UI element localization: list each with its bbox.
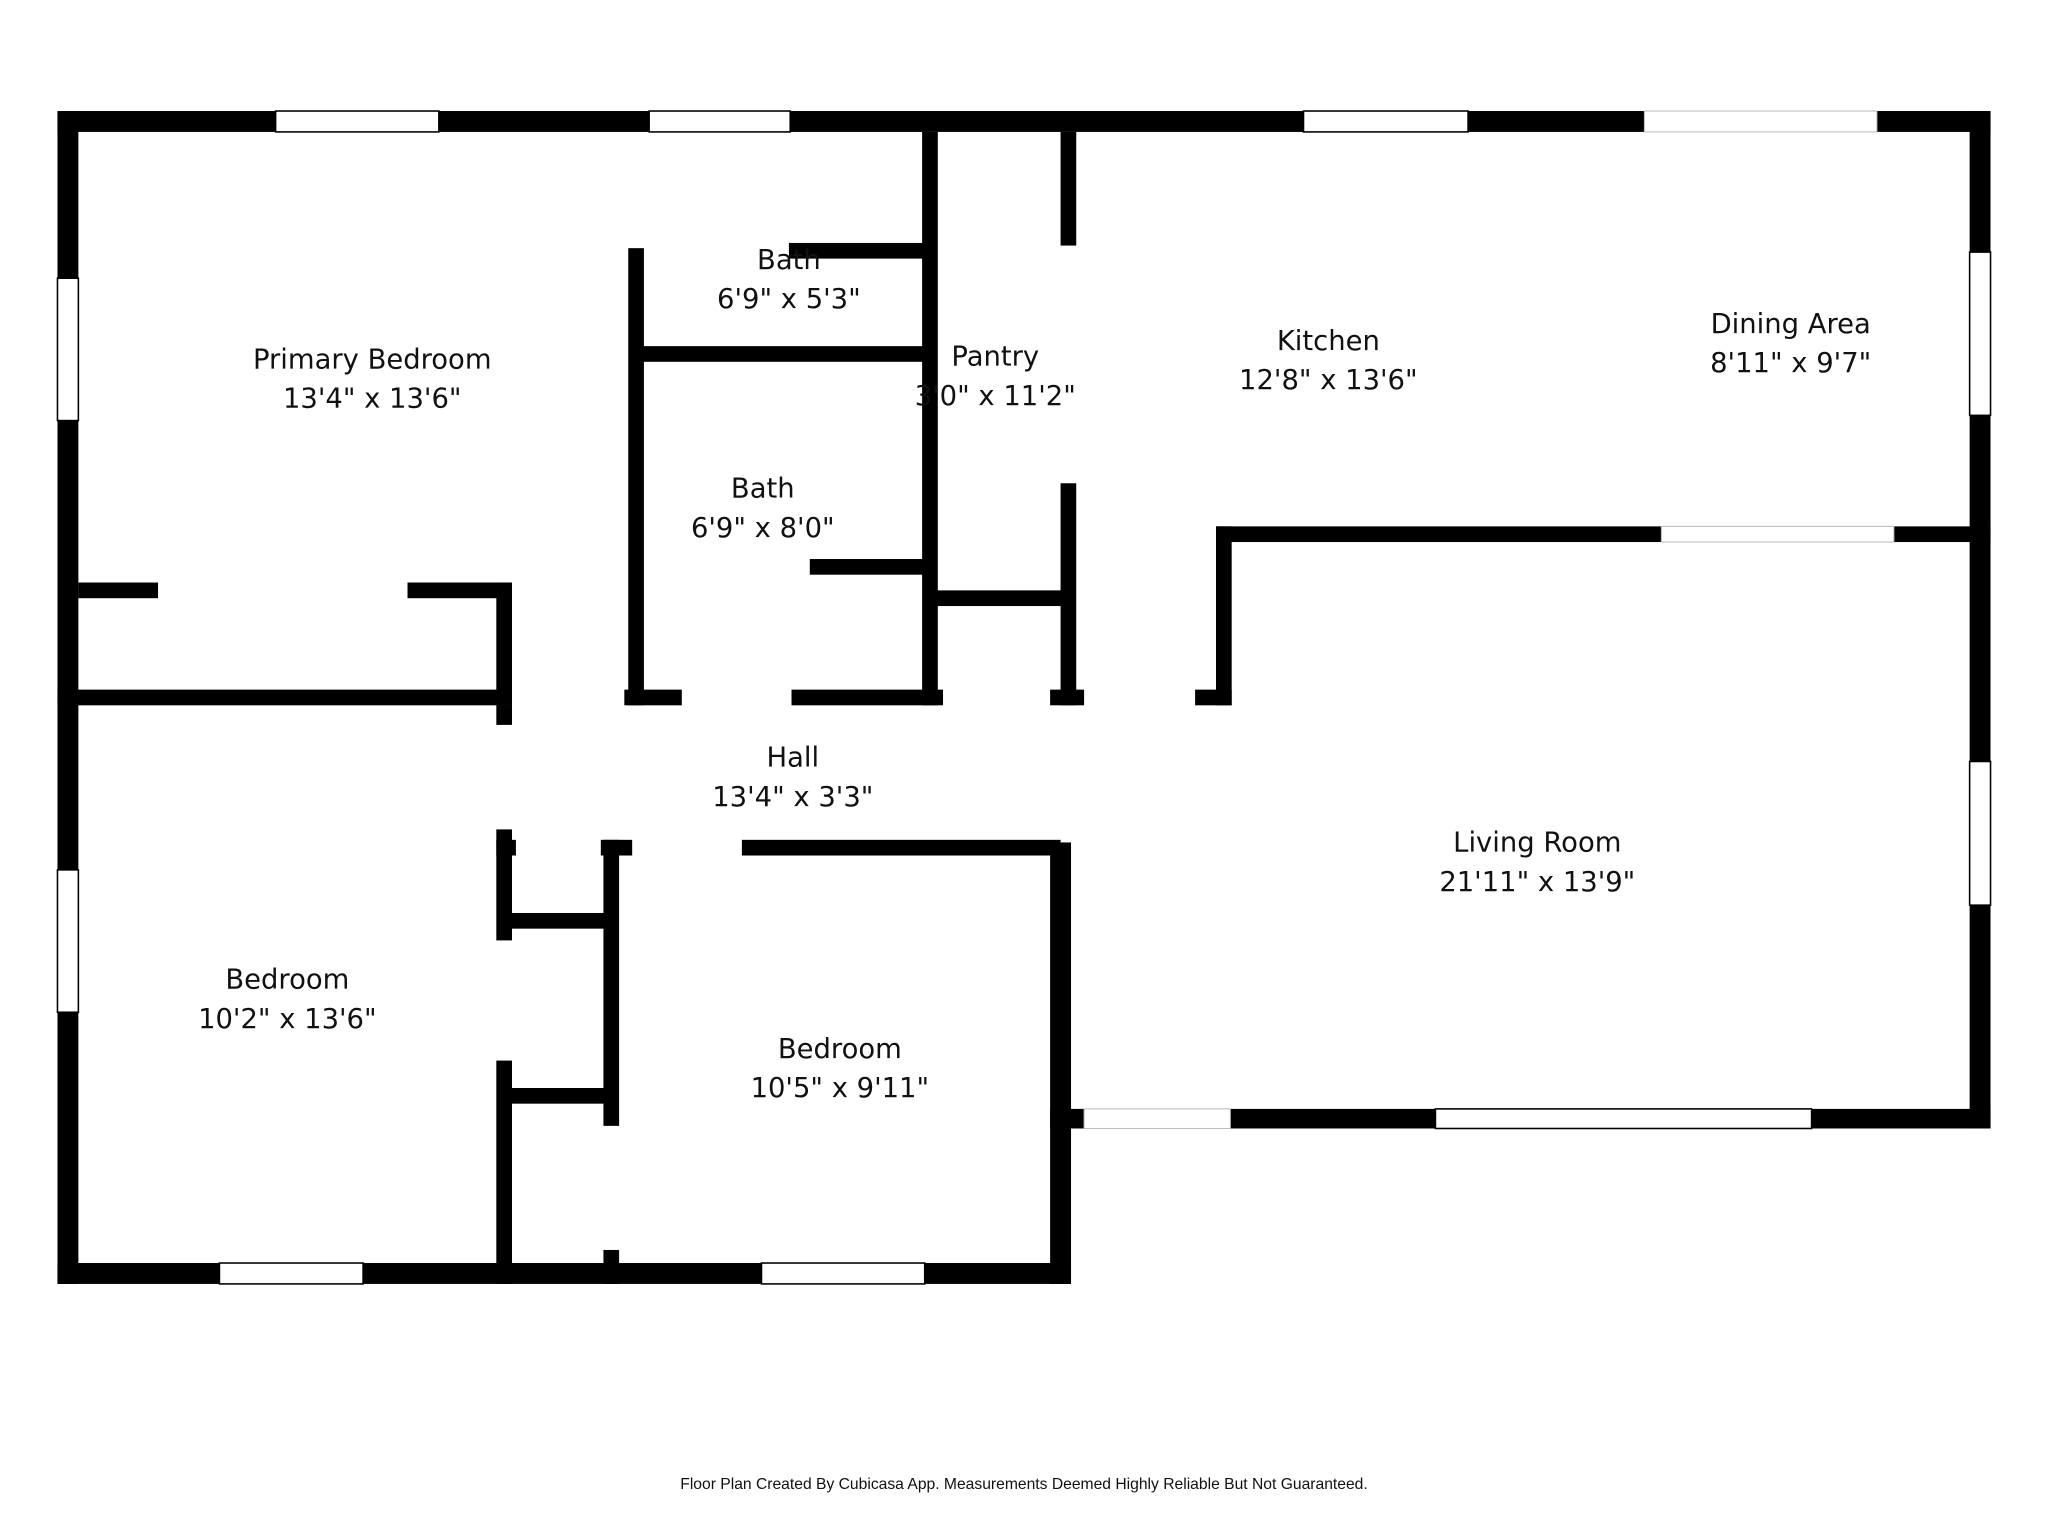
windows <box>56 110 1992 1285</box>
room-name: Kitchen <box>1277 326 1380 357</box>
room-labels: Primary Bedroom 13'4" x 13'6" Bath 6'9" … <box>198 245 1871 1104</box>
room-size: 13'4" x 3'3" <box>712 782 873 813</box>
room-size: 3'0" x 11'2" <box>915 381 1076 412</box>
room-name: Pantry <box>951 342 1039 373</box>
walls <box>57 111 1991 1284</box>
room-name: Bedroom <box>778 1034 902 1065</box>
room-name: Hall <box>766 743 819 774</box>
room-name: Primary Bedroom <box>253 344 492 375</box>
room-size: 6'9" x 8'0" <box>691 513 835 544</box>
room-name: Living Room <box>1453 828 1621 859</box>
room-size: 13'4" x 13'6" <box>283 384 462 415</box>
footer-disclaimer: Floor Plan Created By Cubicasa App. Meas… <box>680 1476 1368 1493</box>
room-name: Bedroom <box>225 965 349 996</box>
room-size: 10'2" x 13'6" <box>198 1004 377 1035</box>
room-size: 6'9" x 5'3" <box>717 284 861 315</box>
room-name: Dining Area <box>1711 309 1871 340</box>
room-name: Bath <box>731 474 795 505</box>
room-size: 21'11" x 13'9" <box>1439 867 1635 898</box>
room-size: 12'8" x 13'6" <box>1239 365 1418 396</box>
room-size: 10'5" x 9'11" <box>751 1073 930 1104</box>
room-name: Bath <box>757 245 821 276</box>
room-size: 8'11" x 9'7" <box>1710 348 1871 379</box>
